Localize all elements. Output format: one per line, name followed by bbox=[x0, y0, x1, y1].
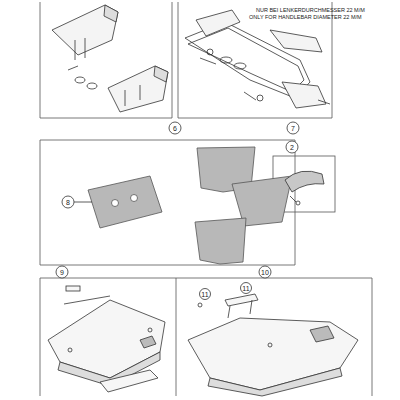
callout-number: 10 bbox=[261, 269, 269, 276]
panel-frame bbox=[176, 278, 177, 396]
panel-frame bbox=[40, 278, 41, 396]
small-guard bbox=[285, 171, 324, 205]
callout-number: 2 bbox=[290, 144, 294, 151]
hand-guard-with-bar bbox=[185, 10, 330, 108]
skid-plate bbox=[48, 286, 165, 392]
callout-number: 11 bbox=[242, 285, 249, 292]
panel-frame bbox=[372, 278, 373, 396]
number-plate bbox=[88, 147, 292, 264]
panel-frame bbox=[40, 278, 372, 279]
hand-guard bbox=[52, 5, 168, 112]
callout-number: 11 bbox=[201, 291, 208, 298]
callout-number: 7 bbox=[291, 125, 295, 132]
callout-number: 8 bbox=[66, 199, 70, 206]
panel-frame bbox=[40, 2, 172, 118]
callout-number: 6 bbox=[173, 125, 177, 132]
skid-plate bbox=[188, 294, 358, 396]
panel-frame bbox=[40, 140, 295, 265]
note-text: NUR BEI LENKERDURCHMESSER 22 M/M bbox=[256, 8, 365, 14]
callout-number: 9 bbox=[60, 269, 64, 276]
note-text: ONLY FOR HANDLEBAR DIAMETER 22 M/M bbox=[249, 15, 362, 21]
